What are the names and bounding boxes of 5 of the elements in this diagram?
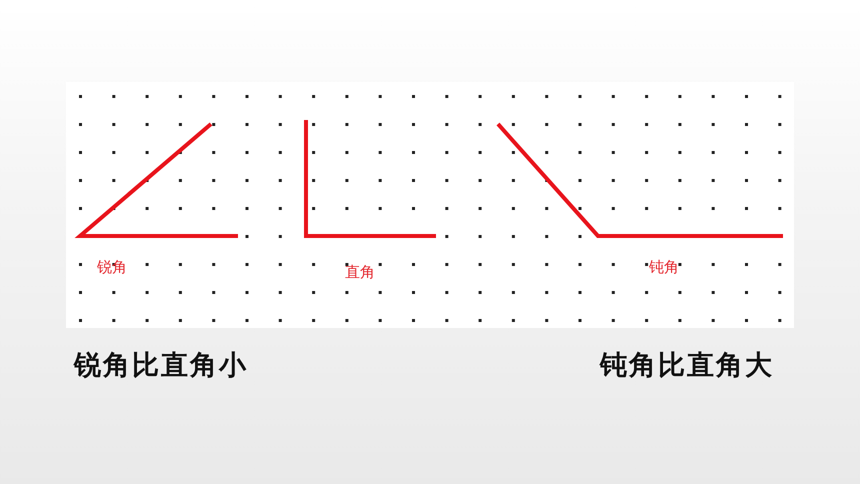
angle-label: 锐角 bbox=[97, 260, 127, 275]
comparison-text: 钝角比直角大 bbox=[600, 352, 774, 379]
angle-label: 钝角 bbox=[649, 260, 679, 275]
angle-label: 直角 bbox=[345, 265, 375, 280]
comparison-text: 锐角比直角小 bbox=[74, 352, 248, 379]
